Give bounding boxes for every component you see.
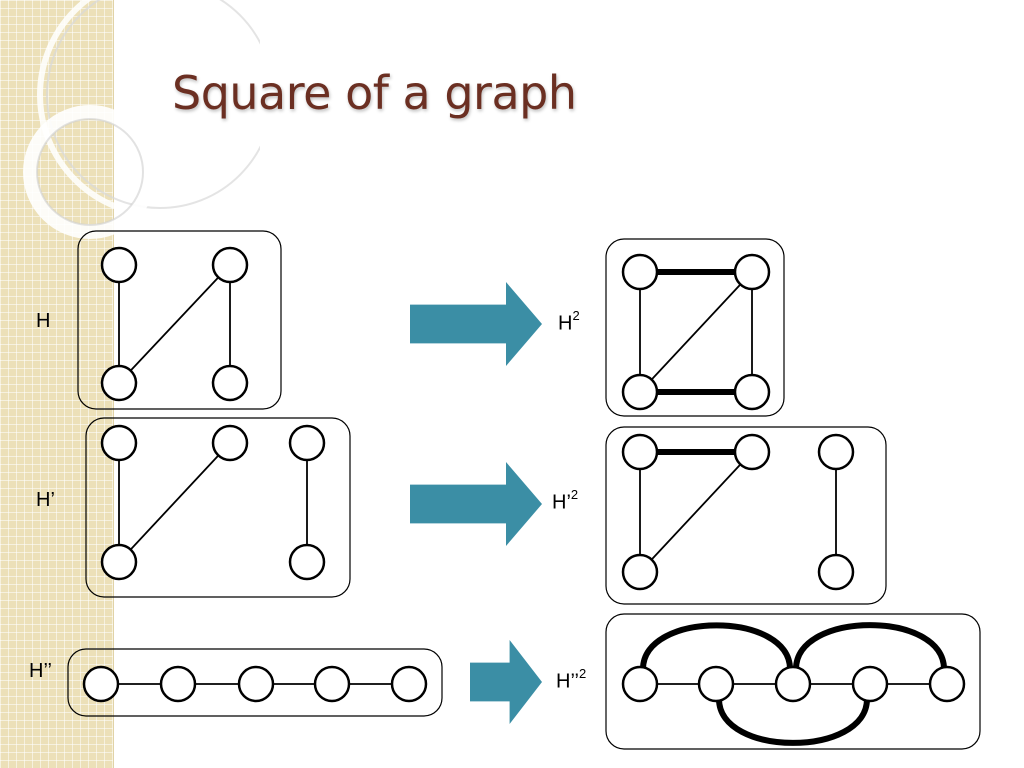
- row3-square-label: H’’2: [556, 666, 587, 693]
- row1-square-label: H2: [558, 308, 580, 335]
- row2-square-vertex-a: [621, 433, 659, 471]
- row3-square-square-edge-v3-v5: [793, 622, 947, 672]
- row3-square-vertex-v3: [774, 665, 812, 703]
- row3-square-vertex-v4: [851, 665, 889, 703]
- row1-original-label-base: H: [36, 310, 51, 332]
- row3-original-vertex-v1: [82, 665, 120, 703]
- row2-square-label-base: H’: [552, 491, 571, 514]
- row3-square-square-edge-v2-v4: [716, 696, 870, 746]
- row1-original-vertex-c: [100, 364, 138, 402]
- row1-square-frame: [605, 238, 785, 417]
- row2-square-edge-c-b: [639, 451, 753, 573]
- row1-square-vertex-b: [733, 253, 771, 291]
- row2-square-label-exponent: 2: [570, 487, 579, 502]
- slide-title: Square of a graph: [172, 66, 577, 120]
- row1-square-vertex-c: [621, 373, 659, 411]
- row2-original-vertex-c: [100, 543, 138, 581]
- row2-original-vertex-a: [100, 424, 138, 462]
- row3-square-vertex-v1: [621, 665, 659, 703]
- row3-original-frame: [67, 648, 443, 717]
- row2-original-vertex-e: [288, 424, 326, 462]
- row2-original-vertex-b: [211, 424, 249, 462]
- row2-square-vertex-f: [817, 553, 855, 591]
- row3-square-frame: [605, 613, 981, 750]
- row2-square-label: H’2: [552, 487, 579, 514]
- row3-square-label-base: H’’: [556, 670, 579, 693]
- row3-original-vertex-v3: [237, 665, 275, 703]
- row1-square-vertex-a: [621, 253, 659, 291]
- row3-original-vertex-v5: [390, 665, 428, 703]
- row1-square-label-exponent: 2: [572, 308, 580, 323]
- arrow-icon-2: [410, 462, 542, 546]
- row1-original-vertex-d: [211, 364, 249, 402]
- arrow-icon-1: [410, 282, 542, 366]
- row3-square-vertex-v2: [697, 665, 735, 703]
- row2-original-vertex-f: [288, 543, 326, 581]
- row3-original-label: H’’: [29, 661, 52, 681]
- row1-square-label-base: H: [558, 312, 573, 335]
- row2-square-vertex-c: [621, 553, 659, 591]
- row2-original-label-base: H’: [36, 489, 55, 511]
- row2-original-edge-c-b: [118, 442, 231, 563]
- row3-original-vertex-v2: [159, 665, 197, 703]
- row3-square-label-exponent: 2: [578, 666, 587, 681]
- row3-square-square-edge-v1-v3: [640, 622, 793, 672]
- row1-square-edge-c-b: [639, 271, 753, 393]
- row1-original-vertex-b: [211, 246, 249, 284]
- row2-original-label: H’: [36, 490, 55, 510]
- row1-original-vertex-a: [100, 246, 138, 284]
- row1-original-label: H: [36, 311, 50, 331]
- row3-original-label-base: H’’: [29, 660, 52, 682]
- row1-original-edge-c-b: [118, 264, 231, 384]
- row1-square-vertex-d: [733, 373, 771, 411]
- row3-original-vertex-v4: [313, 665, 351, 703]
- row2-square-vertex-e: [817, 433, 855, 471]
- arrow-icon-3: [470, 640, 542, 724]
- row1-original-frame: [77, 230, 282, 410]
- row2-square-frame: [605, 426, 887, 605]
- row2-square-vertex-b: [733, 433, 771, 471]
- row3-square-vertex-v5: [928, 665, 966, 703]
- row2-original-frame: [85, 417, 351, 598]
